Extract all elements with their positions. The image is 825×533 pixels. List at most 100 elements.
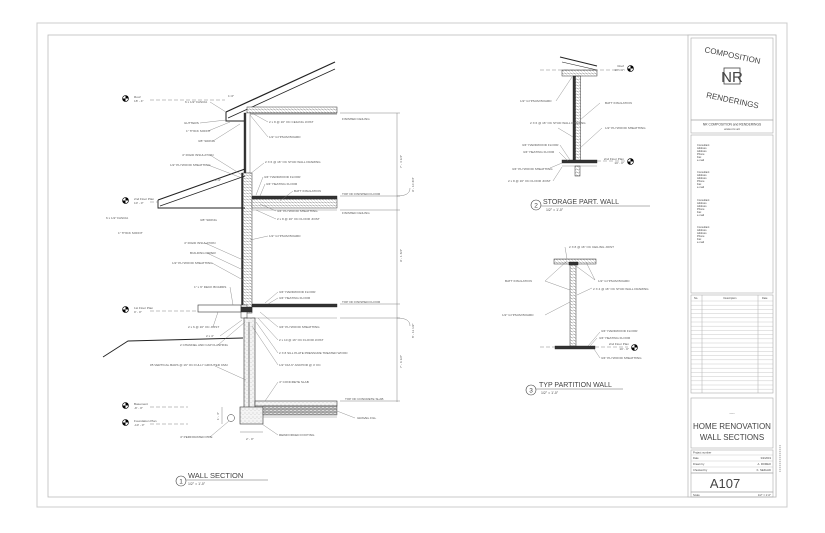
note: TOP OF FINISHED FLOOR: [342, 192, 381, 196]
note: #5 VERTICAL BARS @ 16" OC FULLY GROUTED …: [150, 363, 228, 367]
note: 3/4" PLYWOOD SHEATHING: [277, 209, 318, 213]
note: 2 x 4": [206, 334, 214, 338]
consultant-address: Address: [697, 228, 707, 232]
note: 2 x 8 @ 16" OC FLOOR JOIST: [277, 217, 320, 221]
project-client: ----: [729, 410, 735, 415]
note: BUILDING PAPER: [190, 251, 216, 255]
consultant-address: Address: [697, 231, 707, 235]
note: 3/8" SIDING: [198, 139, 216, 143]
note: BATT INSULATION: [294, 189, 321, 193]
scale-value: 1/2" = 1'-0": [758, 493, 771, 497]
level-name: 2nd Floor Plan: [604, 157, 624, 161]
note: 3/4" HARDWOOD FLOOR: [279, 290, 316, 294]
consultant-phone: Phone: [697, 207, 705, 211]
level-marker-2nd-floor: 2nd Floor Plan 10' - 0": [122, 197, 154, 205]
storage-partition-wall-view: Roof 18' - 4" 2nd Floor Plan 10' - 0" 1/…: [508, 56, 650, 212]
note: 1/2" GYPSUM BOARD: [502, 313, 534, 317]
view-title-2: 2 STORAGE PART. WALL 1/2" = 1'-0": [530, 199, 650, 212]
note: 1/2" GYPSUM BOARD: [269, 135, 301, 139]
project-number-label: Project number: [693, 451, 711, 455]
note: 2 x 10 @ 16" OC FLOOR JOIST: [279, 338, 324, 342]
note: 3/4" PLYWOOD SHEATHING: [512, 167, 553, 171]
note: 2 x 8 @ 16" OC FLOOR JOIST: [508, 179, 551, 183]
level-datum-icon: [122, 402, 129, 409]
consultant-address: Address: [697, 201, 707, 205]
consultant-fax: Fax: [697, 210, 702, 214]
logo-monogram: NR: [721, 69, 743, 86]
consultant-address: Address: [697, 146, 707, 150]
typical-partition-wall-view: 2nd Floor Plan 10' - 0" 2 X 8 @ 16" OC C…: [502, 245, 649, 396]
dimension-text: 1'-0": [228, 94, 234, 98]
note: 3/8" SIDING: [200, 218, 218, 222]
dimension-text: 1' - 4": [216, 412, 220, 420]
level-elevation: 18' - 4": [614, 68, 624, 72]
consultant-fax: Fax: [697, 182, 702, 186]
note: 3/4" PLYWOOD SHEATHING: [601, 356, 642, 360]
note: GRAVEL FILL: [357, 416, 377, 420]
consultant-fax: Fax: [697, 237, 702, 241]
note: 1/2" PLYWOOD SHEATHING: [172, 261, 213, 265]
consultant-email: e-mail: [697, 213, 704, 217]
note: 3/4" HEATING FLOOR: [523, 150, 555, 154]
consultant-name: Consultant: [697, 170, 710, 174]
view-number: 3: [529, 388, 533, 395]
note: 1/2" GYPSUM BOARD: [520, 99, 552, 103]
note: 1/2" DIA 6" ANCHOR @ 4' OC: [279, 363, 321, 367]
date-label: Date: [693, 456, 699, 460]
level-elevation: 10' - 0": [614, 161, 624, 165]
dimension-text: 2' - 0": [246, 437, 254, 441]
consultant-phone: Phone: [697, 152, 705, 156]
note: BATT INSULATION: [605, 101, 632, 105]
drawn-by-label: Drawn by: [693, 462, 705, 466]
note: 2 x 6 @ 16" OC JOIST: [188, 325, 219, 329]
consultant-name: Consultant: [697, 225, 710, 229]
note: 1/2" GYPSUM BOARD: [598, 279, 630, 283]
level-name: 2nd Floor Plan: [609, 342, 629, 346]
drawn-by-value: A. ROMEO: [758, 462, 771, 466]
level-datum-icon: [122, 419, 129, 426]
level-marker-foundation: Foundation Plan -10' - 0": [122, 419, 157, 427]
note: 3/4" HEATING FLOOR: [266, 182, 298, 186]
note: 2 X 4 @ 16" OC STUD WALL FRAMING: [593, 287, 649, 291]
note: 4" CONCRETE SLAB: [279, 380, 309, 384]
consultant-fax: Fax: [697, 155, 702, 159]
consultant-list: Consultant Address Address Phone Fax e-m…: [697, 143, 710, 244]
view-number: 1: [179, 479, 183, 486]
note: 3/4" PLYWOOD SHEATHING: [279, 325, 320, 329]
level-name: Basement: [134, 402, 148, 406]
dimension-text: 1'-0": [215, 178, 221, 182]
dimension-text: 7' - 4 1/4": [399, 155, 403, 168]
view-scale: 1/2" = 1'-0": [188, 482, 206, 486]
level-datum-icon: [122, 95, 129, 102]
note: 6 x 1/2" FASCIA: [106, 216, 129, 220]
view-title: STORAGE PART. WALL: [543, 199, 619, 206]
consultant-address: Address: [697, 176, 707, 180]
note: 1" THICK SOFFIT: [118, 231, 143, 235]
note: 1" THICK SOFFIT: [186, 129, 211, 133]
note: 2 X 6 @ 16" OC STUD WALL FRAMING: [530, 121, 586, 125]
note: 6 x 1/2" FASCIA: [185, 100, 208, 104]
level-elevation: 10' - 0": [134, 201, 144, 205]
level-elevation: 10' - 0": [619, 347, 629, 351]
consultant-address: Address: [697, 204, 707, 208]
level-marker-basement: Basement -8' - 0": [122, 402, 148, 410]
wall-section-notes: 6 x 1/2" FASCIA GUTTERS 1" THICK SOFFIT …: [106, 100, 383, 439]
note: 1/2" PLYWOOD SHEATHING: [170, 163, 211, 167]
sheet-number: A107: [710, 476, 740, 491]
note: 1" x 6" DECK BOARDS: [194, 285, 226, 289]
level-name: 1st Floor Plan: [134, 306, 153, 310]
level-elevation: -8' - 0": [134, 406, 143, 410]
level-datum-icon: [627, 65, 634, 72]
level-name: Foundation Plan: [134, 419, 157, 423]
company-website: www.nrc.art: [724, 127, 740, 131]
level-elevation: -10' - 0": [134, 423, 145, 427]
note: 3/4" HEATING FLOOR: [279, 296, 311, 300]
view-scale: 1/2" = 1'-0": [546, 208, 564, 212]
outer-border: [36, 22, 788, 508]
note: BATT INSULATION: [505, 279, 532, 283]
note: 2 X 6 @ 16" OC STUD WALL FRAMING: [265, 160, 321, 164]
wall-section-view: Roof 18' - 4" 2nd Floor Plan 10' - 0" 1s…: [102, 61, 415, 487]
consultant-phone: Phone: [697, 179, 705, 183]
note: GUTTERS: [184, 121, 199, 125]
level-name: 2nd Floor Plan: [134, 197, 154, 201]
